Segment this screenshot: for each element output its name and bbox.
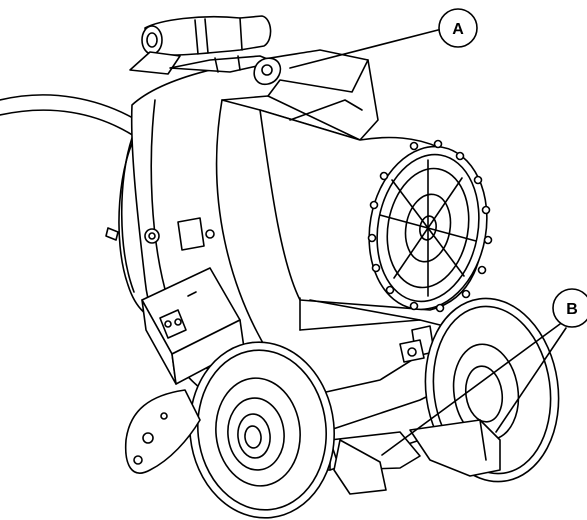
top-cylinder	[129, 15, 276, 75]
callout-b-leader-2	[495, 327, 567, 433]
left-leg	[124, 389, 201, 474]
lifting-ring	[253, 57, 282, 86]
grille-bolts	[367, 139, 493, 313]
side-knob	[144, 217, 215, 251]
valve-fitting	[399, 325, 435, 363]
hose	[0, 94, 141, 137]
fan-grille	[368, 145, 488, 311]
front-foot	[333, 439, 387, 495]
callout-b-leader-1	[381, 323, 561, 456]
callout-a-circle	[438, 8, 478, 48]
callout-a-label: A	[452, 21, 464, 38]
front-wheel	[189, 341, 335, 519]
callout-a	[289, 8, 478, 69]
control-box	[141, 267, 245, 385]
callout-b-circle	[552, 288, 587, 328]
callout-a-leader	[289, 29, 439, 69]
callout-b-label: B	[566, 301, 578, 318]
callout-b	[381, 288, 587, 456]
